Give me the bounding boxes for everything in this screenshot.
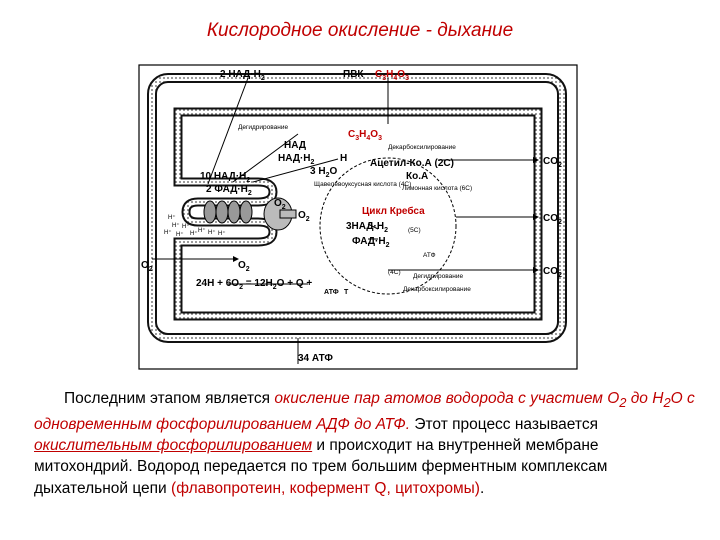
label-t: T — [344, 289, 349, 296]
label-co2-2: CO2 — [543, 213, 562, 226]
label-coa: Ко.А — [406, 171, 428, 182]
label-h: H — [340, 153, 347, 164]
label-decarboxylation: Декарбоксилирование — [388, 143, 456, 151]
label-fadh: ФАД·Н2 — [352, 236, 390, 249]
label-decarboxylation2: Декарбоксилирование — [403, 285, 471, 293]
term-oxidative-phosphorylation: окислительным фосфорилированием — [34, 436, 313, 454]
label-inner-formula: C3H4O3 — [348, 129, 382, 142]
svg-text:H⁺: H⁺ — [176, 231, 184, 238]
label-nadh: НАД·Н2 — [278, 153, 315, 166]
label-acetyl-coa: Ацетил-Ко.А (2С) — [370, 158, 454, 169]
label-pvk: ПВК — [343, 69, 364, 80]
label-pvk-formula: C3H4O3 — [375, 69, 409, 82]
protons: H⁺ H⁺ H⁺ H⁺ H⁺ H⁺ H⁺ H⁺ H⁺ — [164, 214, 226, 238]
label-oxaloacetic: Щавелевоуксусная кислота (4С) — [314, 181, 411, 188]
label-o2-near2: O2 — [298, 210, 310, 223]
label-34atf: 34 АТФ — [298, 353, 333, 364]
label-o2-mid: O2 — [238, 260, 250, 273]
label-dehydrogenation: Дегидрирование — [238, 124, 289, 131]
svg-text:H⁺: H⁺ — [182, 223, 190, 230]
svg-text:H⁺: H⁺ — [168, 214, 176, 221]
svg-text:H⁺: H⁺ — [164, 229, 172, 236]
label-co2-1: CO2 — [543, 156, 562, 169]
mitochondrion-diagram: H⁺ H⁺ H⁺ H⁺ H⁺ H⁺ H⁺ H⁺ H⁺ 2 НАД·Н2 ПВК … — [138, 64, 578, 370]
svg-text:H⁺: H⁺ — [218, 230, 226, 237]
label-equation: 24H + 6O2 = 12H2O + Q + — [196, 278, 312, 291]
label-top-nadh: 2 НАД·Н2 — [220, 69, 265, 82]
label-atf-small: АТФ — [423, 252, 436, 259]
label-c5: (5С) — [408, 227, 421, 234]
label-citric: Лимонная кислота (6С) — [402, 185, 472, 192]
label-co2-3: CO2 — [543, 266, 562, 279]
label-3nadh: 3НАД·Н2 — [346, 221, 388, 234]
label-2fadh: 2 ФАД·Н2 — [206, 184, 252, 197]
label-o2-near: O2 — [274, 198, 286, 211]
label-o2-left: O2 — [141, 260, 153, 273]
page-title: Кислородное окисление - дыхание — [206, 20, 514, 41]
svg-text:H⁺: H⁺ — [208, 229, 216, 236]
label-10nadh: 10 НАД·Н2 — [200, 171, 250, 184]
label-3h2o: 3 H2O — [310, 166, 337, 179]
label-c4: (4С) — [388, 269, 401, 276]
svg-text:H⁺: H⁺ — [190, 230, 198, 237]
krebs-cycle — [319, 157, 457, 295]
body-paragraph: Последним этапом является окисление пар … — [34, 390, 695, 497]
svg-text:H⁺: H⁺ — [198, 227, 206, 234]
respiratory-complexes — [203, 197, 297, 231]
label-nad: НАД — [284, 140, 306, 151]
svg-text:H⁺: H⁺ — [172, 222, 180, 229]
label-krebs: Цикл Кребса — [362, 205, 425, 217]
label-dehydrogenation2: Дегидрирование — [413, 273, 464, 280]
label-atf-eq: АТФ — [324, 289, 339, 296]
